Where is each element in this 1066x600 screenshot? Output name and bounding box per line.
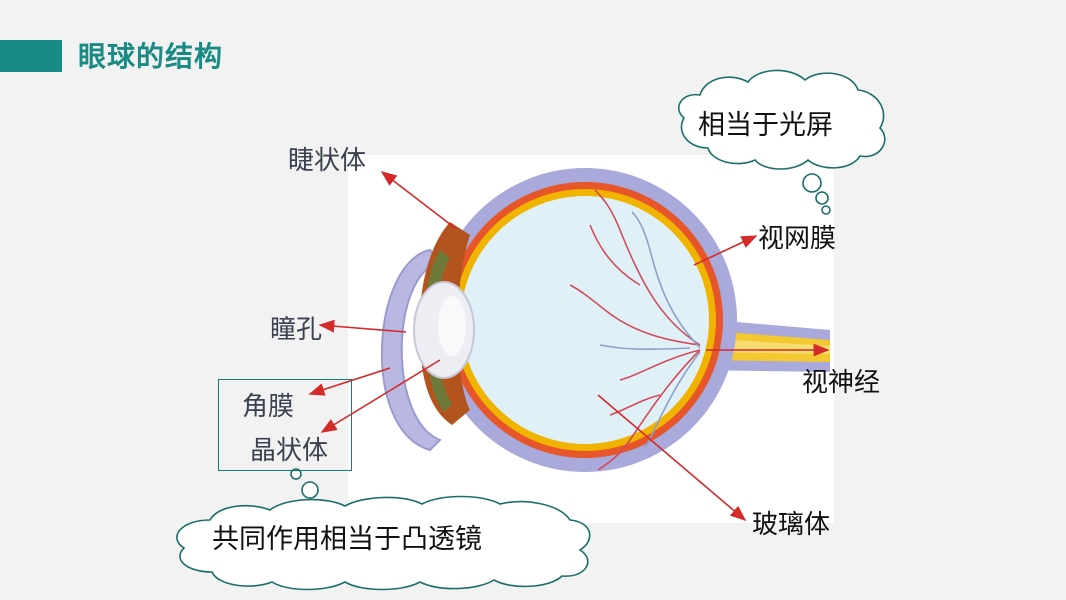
arrow-cornea	[308, 367, 391, 396]
cloud-bottom	[176, 468, 591, 591]
label-cornea: 角膜	[242, 392, 295, 422]
cloud-text-screen: 相当于光屏	[698, 110, 833, 141]
arrow-ciliary	[380, 171, 456, 229]
cloud-top-right	[678, 69, 886, 215]
label-pupil: 瞳孔	[270, 315, 323, 345]
cornea-shape	[381, 248, 442, 452]
arrow-vitreous	[597, 394, 747, 522]
arrow-retina	[693, 235, 758, 266]
label-retina: 视网膜	[758, 224, 837, 254]
label-optic-nerve: 视神经	[802, 368, 881, 398]
title-accent-bar	[0, 40, 62, 72]
page-title: 眼球的结构	[78, 40, 224, 73]
vitreous-shape	[461, 196, 709, 444]
arrow-pupil	[318, 319, 407, 333]
label-vitreous: 玻璃体	[752, 510, 831, 540]
label-lens: 晶状体	[250, 436, 329, 466]
arrow-lens	[320, 359, 441, 433]
cloud-text-lens: 共同作用相当于凸透镜	[212, 524, 482, 555]
cornea-lens-box	[218, 379, 352, 471]
label-ciliary-body: 睫状体	[288, 146, 367, 176]
retina-vessels	[569, 189, 701, 471]
